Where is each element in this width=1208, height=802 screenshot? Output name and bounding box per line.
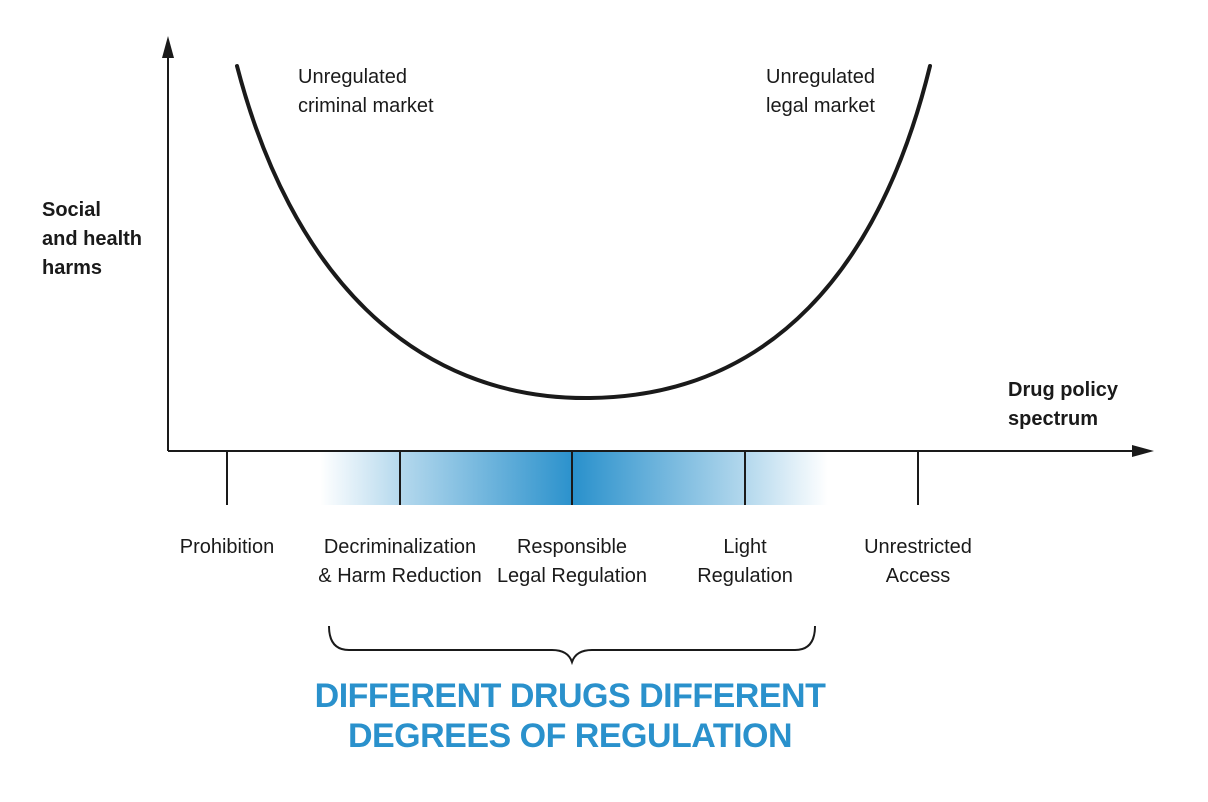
headline-line: DEGREES OF REGULATION [347,717,793,755]
curve-label-line: Unregulated [766,66,875,88]
curve-label-line: legal market [766,95,875,117]
headline: DIFFERENT DRUGS DIFFERENT DEGREES OF REG… [315,676,826,756]
spectrum-label-line: & Harm Reduction [318,565,482,587]
spectrum-label-line: Decriminalization [323,536,477,558]
spectrum-label-line: Regulation [697,565,793,587]
y-axis-label-line: harms [42,257,103,279]
curve-label-line: Unregulated [298,66,407,88]
x-axis-label-line: spectrum [1008,408,1099,430]
spectrum-label-line: Responsible [516,536,628,558]
range-brace [328,625,816,666]
y-axis-label-line: and health [42,228,143,250]
spectrum-label-line: Prohibition [179,536,275,558]
headline-line: DIFFERENT DRUGS DIFFERENT [314,677,826,715]
harm-curve [235,64,932,401]
x-axis-label-line: Drug policy [1008,379,1119,401]
y-axis-label-line: Social [42,199,101,221]
curve-label-line: criminal market [298,95,434,117]
spectrum-label-decriminalization: Decriminalization & Harm Reduction [318,533,481,591]
y-axis-label: Social and health harms [42,196,142,283]
spectrum-label-prohibition: Prohibition [180,533,275,562]
spectrum-label-light-regulation: Light Regulation [697,533,793,591]
regulation-gradient-band [320,451,828,505]
spectrum-label-unrestricted-access: Unrestricted Access [864,533,972,591]
curve-label-legal-market: Unregulated legal market [766,63,875,121]
spectrum-label-line: Unrestricted [864,536,972,558]
x-axis-arrowhead [1132,445,1154,457]
spectrum-label-line: Access [885,565,951,587]
curve-label-criminal-market: Unregulated criminal market [298,63,434,121]
x-axis-label: Drug policy spectrum [1008,376,1118,434]
y-axis-arrowhead [162,36,174,58]
spectrum-label-responsible-regulation: Responsible Legal Regulation [497,533,647,591]
spectrum-label-line: Legal Regulation [496,565,648,587]
spectrum-label-line: Light [723,536,767,558]
